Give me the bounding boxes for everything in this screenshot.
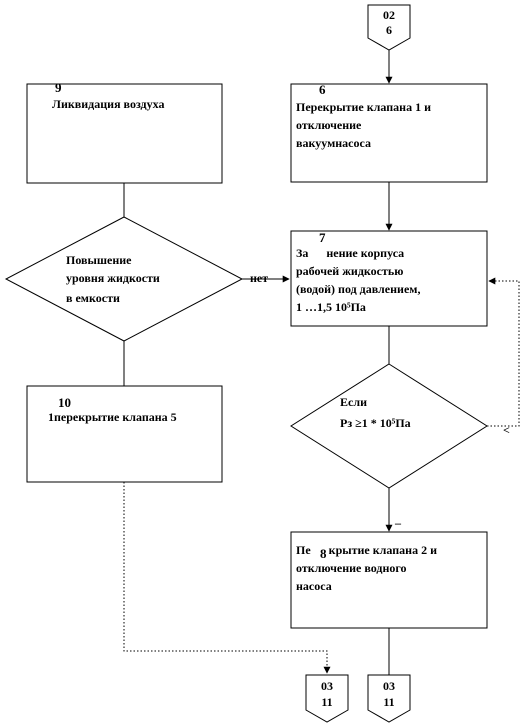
block-9-number: 9 [55,80,62,95]
block-6 [290,83,488,183]
block-8-line1: Пе крытие клапана 2 и [296,543,437,557]
block-10 [26,385,223,483]
connector-top-shape [367,4,411,51]
decision-right-line1: Если [340,395,367,409]
edge-10-to-bottom-left [123,482,331,674]
connector-bottom-left-line1: 03 [321,679,333,693]
block-8-line3: насоса [296,579,332,593]
block-7-line4: 1 …1,5 10⁵Па [296,300,366,314]
connector-top-line1: 02 [383,8,395,22]
connector-bottom-right-line1: 03 [383,679,395,693]
connector-bottom-left-shape [305,674,349,723]
decision-left-line2: уровня жидкости [66,271,160,285]
block-10-text: 1перекрытие клапана 5 [48,410,177,424]
block-7-line1: За нение корпуса [296,246,405,260]
decision-left-line3: в емкости [66,291,120,305]
block-7 [290,230,488,327]
decision-left-line1: Повышение [66,253,132,267]
edge-loop-back [487,277,520,427]
block-9 [26,83,223,184]
block-10-number: 10 [58,395,71,410]
block-7-line3: (водой) под давлением, [296,282,421,296]
connector-top-line2: 6 [386,23,392,37]
block-6-number: 6 [319,82,326,97]
block-6-line1: Перекрытие клапана 1 и [296,100,431,114]
block-8-line2: отключение водного [296,561,407,575]
connector-bottom-left-line2: 11 [321,695,333,709]
connector-bottom-right-line2: 11 [383,695,395,709]
block-6-line3: вакуумнасоса [296,136,371,150]
decision-right-line2: Рз ≥1 * 10⁵Па [340,416,411,430]
dash-mark: _ [395,512,401,526]
block-8 [290,531,488,629]
block-8-number: 8 [320,546,327,561]
block-7-number: 7 [319,230,326,245]
decision-left-no-label: нет [250,271,269,285]
block-9-text: Ликвидация воздуха [52,97,165,111]
block-7-line2: рабочей жидкостью [296,264,404,278]
block-6-line2: отключение [296,118,362,132]
decision-right-side-mark: < [503,423,510,437]
connector-bottom-right-shape [367,674,411,723]
